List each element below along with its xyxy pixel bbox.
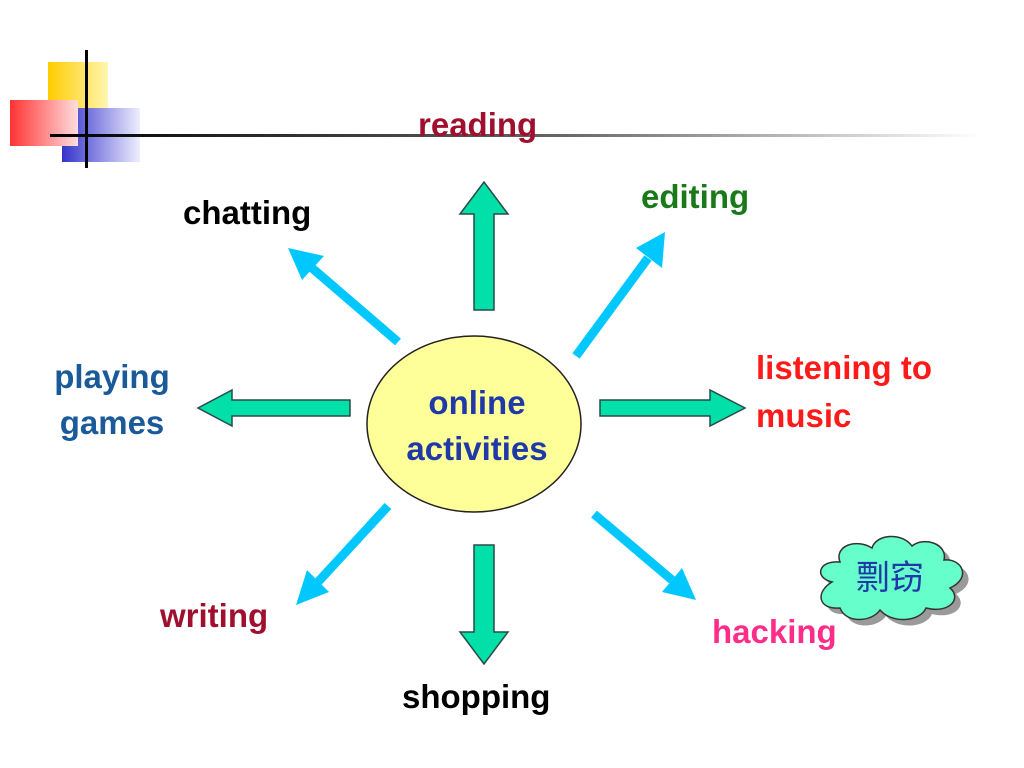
arrow-up-reading xyxy=(458,180,510,311)
cloud-text: 剽窃 xyxy=(856,558,924,598)
label-writing: writing xyxy=(160,597,269,634)
label-hacking: hacking xyxy=(712,613,837,650)
arrow-to-editing xyxy=(572,232,665,359)
label-playing: playing games xyxy=(40,354,184,446)
center-ellipse xyxy=(366,335,582,513)
arrow-down-shopping xyxy=(458,544,510,666)
label-editing: editing xyxy=(641,178,750,215)
vertical-rule xyxy=(85,50,88,168)
label-listening-line2: music xyxy=(756,397,852,434)
arrow-to-writing xyxy=(296,502,392,605)
label-listening-line1: listening to xyxy=(756,349,932,386)
label-chatting: chatting xyxy=(183,194,312,231)
label-playing-line1: playing xyxy=(54,358,170,395)
arrow-right-listening xyxy=(599,388,747,428)
corner-decoration xyxy=(10,50,980,168)
title-underline xyxy=(50,134,980,137)
arrow-to-chatting xyxy=(288,248,401,346)
label-listening: listening to music xyxy=(756,344,932,440)
cloud-callout xyxy=(820,535,969,626)
label-reading: reading xyxy=(418,106,538,143)
arrow-to-hacking xyxy=(591,510,696,600)
center-label-line2: activities xyxy=(406,430,548,467)
label-shopping: shopping xyxy=(402,678,551,715)
label-playing-line2: games xyxy=(59,404,165,441)
center-label-line1: online xyxy=(428,384,526,421)
arrow-left-playing xyxy=(196,388,351,428)
center-label: online activities xyxy=(372,380,582,472)
red-square xyxy=(10,100,78,146)
